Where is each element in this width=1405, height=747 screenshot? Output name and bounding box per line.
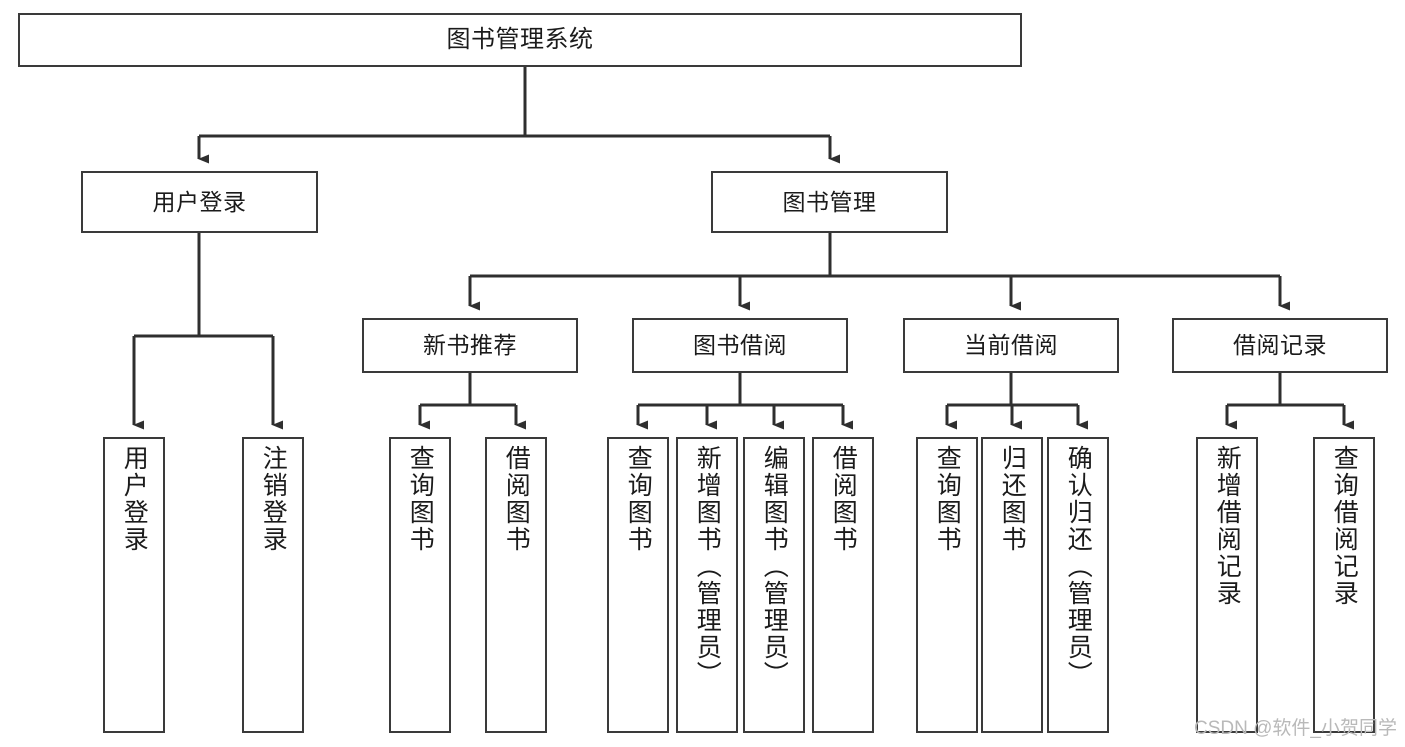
node-leaf-query-book-borrow[interactable]: 查询图书 [607,437,669,733]
node-leaf-confirm-return[interactable]: 确认归还（管理员） [1047,437,1109,733]
node-label: 图书管理系统 [446,26,594,54]
node-leaf-user-login[interactable]: 用户登录 [103,437,165,733]
node-leaf-query-book-recommend[interactable]: 查询图书 [389,437,451,733]
node-label: 用户登录 [120,445,149,553]
node-user-login[interactable]: 用户登录 [81,171,318,233]
node-leaf-return-book[interactable]: 归还图书 [981,437,1043,733]
node-label: 新增借阅记录 [1213,445,1242,607]
node-leaf-logout[interactable]: 注销登录 [242,437,304,733]
node-leaf-add-borrow-record[interactable]: 新增借阅记录 [1196,437,1258,733]
node-label: 借阅图书 [829,445,858,553]
node-leaf-edit-book[interactable]: 编辑图书（管理员） [743,437,805,733]
csdn-watermark: CSDN @软件_小贺同学 [1194,718,1397,739]
node-book-management[interactable]: 图书管理 [711,171,948,233]
node-label: 查询图书 [624,445,653,553]
node-new-book-recommend[interactable]: 新书推荐 [362,318,578,373]
node-root[interactable]: 图书管理系统 [18,13,1022,67]
node-label: 查询图书 [406,445,435,553]
node-leaf-query-book-current[interactable]: 查询图书 [916,437,978,733]
node-leaf-borrow-book-recommend[interactable]: 借阅图书 [485,437,547,733]
node-label: 编辑图书（管理员） [760,445,789,688]
node-label: 当前借阅 [964,332,1058,359]
node-book-borrow[interactable]: 图书借阅 [632,318,848,373]
node-leaf-borrow-book[interactable]: 借阅图书 [812,437,874,733]
node-borrow-record[interactable]: 借阅记录 [1172,318,1388,373]
node-label: 注销登录 [259,445,288,553]
node-label: 归还图书 [998,445,1027,553]
node-label: 借阅图书 [502,445,531,553]
node-label: 确认归还（管理员） [1064,445,1093,688]
node-label: 图书借阅 [693,332,787,359]
node-label: 新书推荐 [423,332,517,359]
node-label: 新增图书（管理员） [693,445,722,688]
node-label: 查询图书 [933,445,962,553]
node-leaf-query-borrow-record[interactable]: 查询借阅记录 [1313,437,1375,733]
node-label: 借阅记录 [1233,332,1327,359]
node-label: 查询借阅记录 [1330,445,1359,607]
node-label: 用户登录 [152,188,247,215]
node-leaf-add-book[interactable]: 新增图书（管理员） [676,437,738,733]
node-label: 图书管理 [782,188,877,215]
node-current-borrow[interactable]: 当前借阅 [903,318,1119,373]
